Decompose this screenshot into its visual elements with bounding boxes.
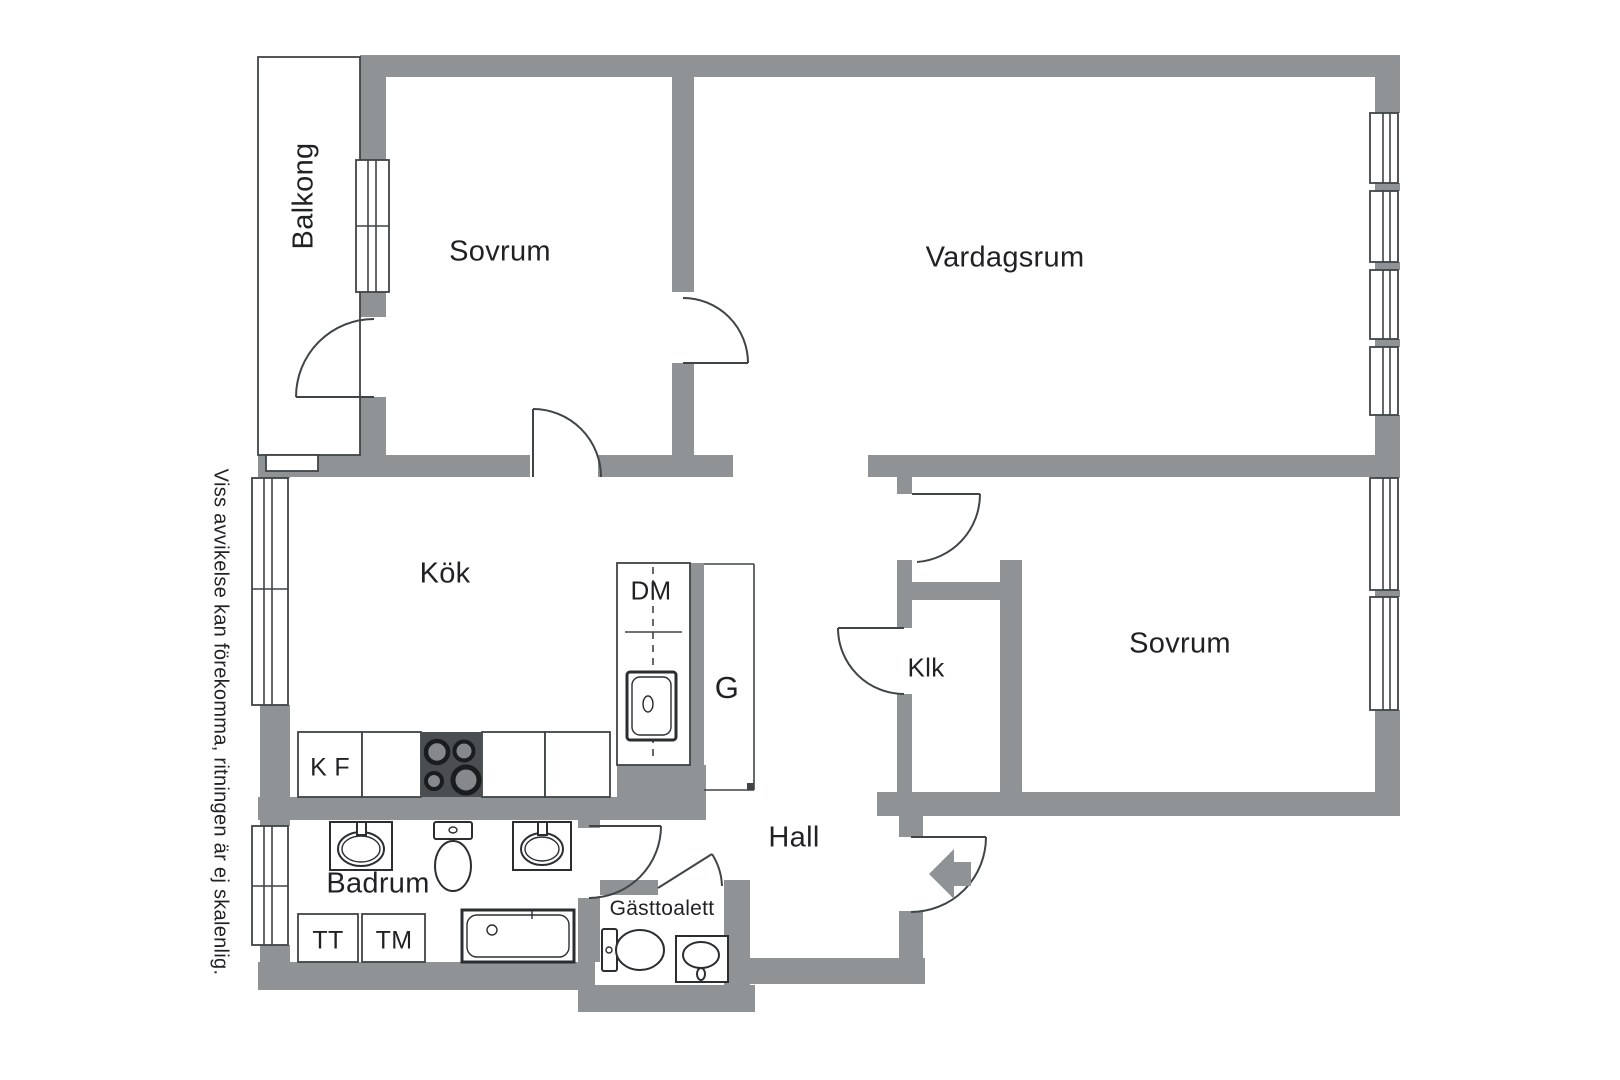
room-label-bedroom-2: Sovrum: [1129, 627, 1231, 660]
entrance-arrow-icon: [929, 849, 971, 899]
bedroom2-windows: [1369, 477, 1399, 711]
balcony-window: [355, 159, 390, 293]
corridor-door: [912, 493, 982, 563]
living-room-windows: [1369, 112, 1399, 416]
room-label-living-room: Vardagsrum: [925, 241, 1085, 274]
stove: [421, 732, 482, 797]
bathroom-window: [251, 825, 289, 946]
room-label-bathroom: Badrum: [326, 867, 430, 900]
room-label-hall: Hall: [768, 821, 820, 854]
kitchen-door: [532, 408, 602, 478]
entrance-door: [910, 836, 987, 913]
washing-machine: [361, 913, 426, 963]
room-label-guest-toilet: Gästtoalett: [609, 897, 715, 920]
kitchen-counter: [297, 731, 611, 798]
guest-toilet-wc: [601, 928, 665, 972]
walls: [258, 55, 1400, 1012]
guest-toilet-sink: [675, 935, 729, 983]
balcony-door: [295, 318, 375, 398]
appliance-label-tumble-dryer: TT: [312, 926, 344, 955]
bedroom1-living-room-door: [682, 297, 749, 364]
appliance-label-dishwasher: DM: [630, 575, 672, 606]
wardrobe-outline: [704, 563, 755, 791]
bathroom-door: [588, 825, 662, 899]
room-label-wardrobe: G: [714, 670, 740, 705]
bathroom-sink-right: [512, 821, 572, 871]
room-label-bedroom-1: Sovrum: [449, 235, 551, 268]
tumble-dryer: [297, 913, 359, 963]
balcony-outline: [257, 56, 361, 472]
kitchen-sink: [625, 670, 678, 742]
bathroom-sink-left: [329, 821, 393, 871]
disclaimer-text: Viss avvikelse kan förekomma, ritningen …: [209, 468, 232, 976]
kitchen-window: [251, 477, 289, 706]
guest-toilet-door: [657, 853, 723, 889]
bathtub: [460, 908, 576, 964]
bathroom-toilet: [433, 821, 473, 892]
closet-door: [837, 627, 905, 695]
room-label-kitchen: Kök: [419, 557, 471, 590]
appliance-label-washing-machine: TM: [375, 926, 413, 955]
room-label-balcony: Balkong: [287, 142, 320, 250]
appliance-label-fridge-freezer: K F: [310, 753, 350, 782]
room-label-closet: Klk: [907, 652, 945, 683]
